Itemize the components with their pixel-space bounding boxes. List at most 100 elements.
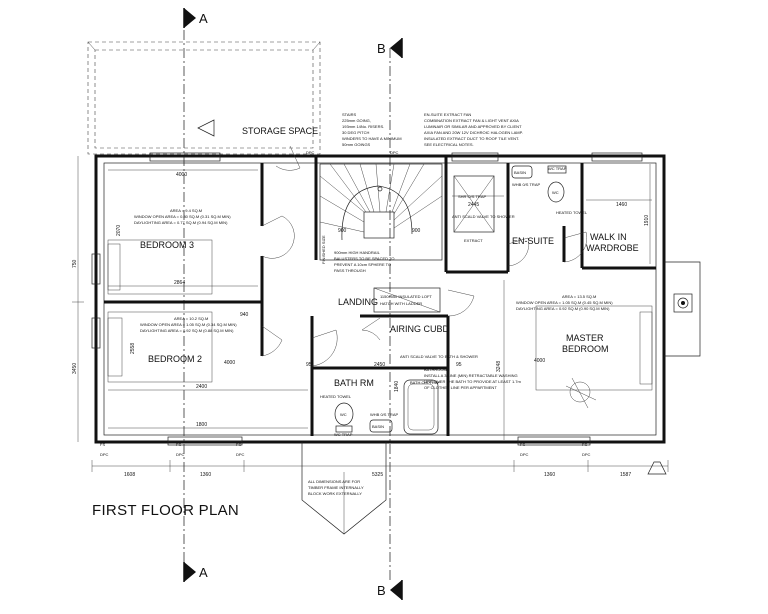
room-label-walk-in: WALK IN [590, 232, 627, 242]
dim-label: 3248 [496, 361, 502, 372]
dim-label: 1360 [200, 472, 211, 478]
fixture-label-wc-bath: WC [340, 412, 347, 417]
fs-tag: FS [520, 442, 525, 447]
note-dims-line: ALL DIMENSIONS ARE FOR [308, 479, 360, 484]
loft-hatch [373, 287, 441, 313]
dim-label: 1800 [196, 422, 207, 428]
fixture-label-bath-trap: BATH O/S TRAP [410, 380, 440, 385]
fs-tag: FS [582, 442, 587, 447]
dim-label: 95 [306, 362, 312, 368]
dim-label: 1840 [394, 381, 400, 392]
area-text: DAYLIGHTING AREA = 0.77 SQ.M (0.94 SQ.M … [134, 220, 228, 225]
dim-label: 750 [72, 259, 78, 268]
note-stairs-line: STAIRS [342, 112, 356, 117]
dim-label: 4000 [176, 172, 187, 178]
note-dims-line: BLOCK WORK EXTERNALLY [308, 491, 362, 496]
room-label-master-bedroom: BEDROOM [562, 344, 609, 354]
dpc-tag: DPC [390, 150, 399, 155]
fixture-label-basin-ensuite: BASIN [514, 170, 526, 175]
note-stairs-line: 193mm 14No. RISERS. [342, 124, 384, 129]
fs-tag: FS [236, 442, 241, 447]
dimension-lines [72, 156, 669, 472]
chimney-breast [664, 261, 701, 357]
dim-label: 2558 [130, 343, 136, 354]
porch-roof-outline [301, 442, 387, 535]
dpc-tag: DPC [306, 150, 315, 155]
dimension-labels: 4000 2070 2864 750 940 2558 4000 2400 18… [72, 172, 650, 478]
note-finished-size: FINISHED SIZE [321, 235, 326, 264]
fixture-label-basin-bath: BASIN [372, 424, 384, 429]
section-label-b-bottom: B [377, 583, 386, 598]
roof-vent-symbol [647, 461, 667, 475]
note-handrail-line: PASS THROUGH [334, 268, 366, 273]
bathroom-fixtures [334, 165, 567, 435]
fs-tag: FS [100, 442, 105, 447]
section-marker-b-bottom: B [377, 580, 403, 600]
dim-label: 1460 [616, 202, 627, 208]
room-label-bathroom: BATH RM [334, 378, 374, 388]
note-bathroom-text: OF CLOTHES LINE PER APPARTMENT [424, 385, 497, 390]
section-marker-a-top: A [183, 8, 208, 28]
dim-label: 940 [240, 312, 249, 318]
area-text: AREA = 9.4 SQ.M [170, 208, 202, 213]
note-loft-line: 1150x550 INSULATED LOFT [380, 294, 432, 299]
section-marker-b-top: B [377, 38, 403, 58]
room-label-bedroom-3: BEDROOM 3 [140, 240, 194, 250]
room-label-en-suite: EN-SUITE [512, 236, 554, 246]
dim-label: 900 [412, 228, 421, 234]
dpc-tag: DPC [176, 452, 185, 457]
dim-label: 2864 [174, 280, 185, 286]
note-fan-line: LUMINAIR OR SIMILAR AND APPROVED BY CLIE… [424, 124, 522, 129]
exterior-walls [94, 154, 666, 444]
dim-label: 1608 [124, 472, 135, 478]
storage-roof-outline [87, 41, 321, 155]
fixture-label-shower-trap: SHR O/S TRAP [458, 194, 486, 199]
fs-dpc-tags: FS FS FS FS FS DPC DPC DPC DPC DPC DPC D… [100, 150, 591, 457]
dpc-tag: DPC [582, 452, 591, 457]
note-dimensions: ALL DIMENSIONS ARE FOR TIMBER FRAME INTE… [308, 479, 364, 496]
note-anti-scald-bath: ANTI SCALD VALVE TO BATH & SHOWER [400, 354, 478, 359]
dim-label: 2400 [196, 384, 207, 390]
note-stairs-line: WINDERS TO HAVE A MINIMUM [342, 136, 402, 141]
dim-label: 4000 [534, 358, 545, 364]
loft-hatch-diagonal [373, 287, 441, 313]
dpc-tag: DPC [100, 452, 109, 457]
dim-label: 2450 [374, 362, 385, 368]
note-extract: EXTRACT [464, 238, 483, 243]
note-stairs-line: 30 DEG PITCH [342, 130, 369, 135]
note-handrail: 900mm HIGH HANDRAIL BALUSTERS TO BE SPAC… [334, 250, 395, 273]
area-text: WINDOW OPEN AREA = 0.80 SQ.M (0.31 SQ.M … [134, 214, 231, 219]
note-dims-line: TIMBER FRAME INTERNALLY [308, 485, 364, 490]
area-text: AREA = 13.5 SQ.M [562, 294, 596, 299]
area-text: AREA = 10.2 SQ.M [174, 316, 208, 321]
room-label-master: MASTER [566, 333, 604, 343]
note-fan-line: INSULATED EXTRACT DUCT TO ROOF TILE VENT… [424, 136, 519, 141]
section-label-a-bottom: A [199, 565, 208, 580]
area-text: DAYLIGHTING AREA = 0.92 SQ.M (0.90 SQ.M … [516, 306, 610, 311]
note-ensuite-fan: EN-SUITE EXTRACT FAN COMBINATION EXTRACT… [424, 112, 523, 147]
section-label-a-top: A [199, 11, 208, 26]
room-label-bedroom-2: BEDROOM 2 [148, 354, 202, 364]
note-fan-line: COMBINATION EXTRACT FAN & LIGHT VENT AXI… [424, 118, 519, 123]
dpc-tag: DPC [236, 452, 245, 457]
fixture-label-wc-ensuite: WC [552, 190, 559, 195]
fixture-label-wc-trap-bath: WC TRAP [334, 432, 353, 437]
dim-label: 3450 [72, 363, 78, 374]
fixture-label-heated-towel-ensuite: HEATED TOWEL [556, 210, 588, 215]
note-bathroom-text: BATHROOM [424, 367, 447, 372]
fixture-label-whb-trap-ensuite: WHB 0/S TRAP [512, 182, 540, 187]
beds [107, 239, 653, 409]
section-marker-a-bottom: A [183, 562, 208, 582]
fixture-label-heated-towel-bath: HEATED TOWEL [320, 394, 352, 399]
note-bathroom-line: BATHROOM INSTALL A 3 LINE (MIN) RETRACTA… [424, 367, 522, 390]
note-stairs-line: 50mm GOINGS [342, 142, 371, 147]
fixture-label-wc-trap-ensuite: WC TRAP [548, 166, 567, 171]
note-fan-line: AXIA FAN AND 20W 12V DICHROIC HALOGEN LA… [424, 130, 523, 135]
note-stairs: STAIRS 225mm GOING, 193mm 14No. RISERS. … [342, 112, 402, 147]
dpc-tag: DPC [520, 452, 529, 457]
note-handrail-line: PREVENT A 10cm SPHERE TO [334, 262, 391, 267]
dim-label: 900 [338, 228, 347, 234]
dim-label: 5325 [372, 472, 383, 478]
interior-walls [104, 156, 656, 436]
